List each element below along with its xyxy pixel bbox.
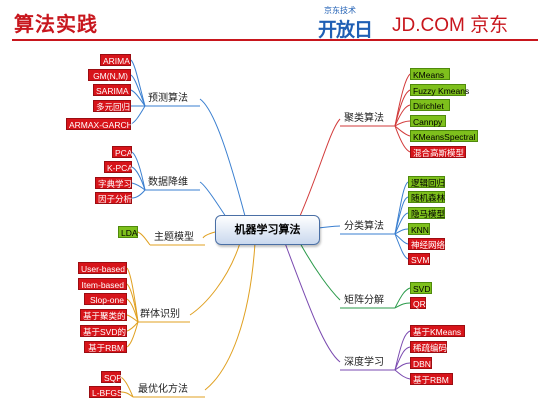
- jd-tech-open-day-logo: 京东技术 开放日: [318, 6, 380, 41]
- reduce-leaf-connectors: [131, 151, 146, 199]
- leaf-lda: LDA: [118, 226, 138, 238]
- connector-center-group: [189, 242, 241, 316]
- leaf-svd: SVD: [410, 282, 432, 294]
- leaf-qr: QR: [410, 297, 426, 309]
- leaf-dirichlet: Dirichlet: [410, 99, 450, 111]
- leaf-cluster-based: 基于聚类的: [80, 309, 127, 321]
- predict-leaf-connectors: [130, 59, 146, 125]
- connector-center-classify: [317, 225, 341, 229]
- leaf-logistic-regression: 逻辑回归: [408, 176, 445, 188]
- leaf-hmm: 隐马模型: [408, 207, 445, 219]
- leaf-kmeans-spectral: KMeansSpectral: [410, 130, 478, 142]
- leaf-pca: PCA: [112, 146, 132, 158]
- leaf-arima: ARIMA: [100, 54, 131, 66]
- leaf-sqp: SQP: [101, 371, 122, 383]
- leaf-svm: SVM: [408, 253, 430, 265]
- leaf-lbfgs: L-BFGS: [89, 386, 123, 398]
- cluster-leaf-connectors: [394, 73, 411, 153]
- branch-predict: 预测算法: [148, 93, 188, 104]
- branch-classify: 分类算法: [344, 221, 384, 232]
- connector-center-predict: [199, 98, 246, 217]
- leaf-deep-kmeans: 基于KMeans: [410, 325, 465, 337]
- branch-cluster: 聚类算法: [344, 113, 384, 124]
- header-divider: [12, 39, 538, 41]
- leaf-random-forest: 随机森林: [408, 191, 445, 203]
- connector-center-topic: [202, 231, 216, 239]
- leaf-rbm-based: 基于RBM: [84, 341, 127, 353]
- leaf-slop-one: Slop-one: [84, 293, 127, 305]
- deep-leaf-connectors: [394, 330, 411, 380]
- branch-matrix: 矩阵分解: [344, 295, 384, 306]
- leaf-neural-network: 神经网络: [408, 238, 445, 250]
- logo-big-text: 开放日: [318, 19, 373, 41]
- connector-center-matrix: [299, 242, 341, 301]
- connector-center-deep: [284, 242, 341, 363]
- leaf-multi-regression: 多元回归: [93, 100, 131, 112]
- leaf-user-based: User-based: [78, 262, 127, 274]
- leaf-item-based: Item-based: [78, 278, 127, 290]
- leaf-dbn: DBN: [410, 357, 432, 369]
- center-node: 机器学习算法: [215, 215, 320, 245]
- leaf-deep-rbm: 基于RBM: [410, 373, 453, 385]
- connector-center-opt: [204, 242, 256, 391]
- leaf-knn: KNN: [408, 223, 430, 235]
- branch-opt: 最优化方法: [138, 384, 188, 395]
- leaf-gm: GM(N,M): [88, 69, 131, 81]
- leaf-gmm: 混合高斯模型: [410, 146, 466, 158]
- jd-brand-logo: JD.COM 京东: [392, 15, 509, 36]
- group-leaf-connectors: [126, 267, 139, 348]
- slide-title: 算法实践: [14, 12, 98, 36]
- slide-header: 算法实践 京东技术 开放日 JD.COM 京东: [0, 0, 550, 41]
- matrix-leaf-connectors: [394, 287, 411, 309]
- leaf-cannpy: Cannpy: [410, 115, 446, 127]
- topic-leaf-connector: [137, 231, 151, 246]
- logo-small-text: 京东技术: [324, 6, 356, 15]
- leaf-fuzzy-kmeans: Fuzzy Kmeans: [410, 84, 469, 96]
- connector-center-cluster: [299, 118, 341, 217]
- classify-leaf-connectors: [394, 181, 409, 260]
- branch-topic: 主题模型: [154, 232, 194, 243]
- leaf-kpca: K-PCA: [104, 161, 133, 173]
- branch-deep: 深度学习: [344, 357, 384, 368]
- leaf-svd-based: 基于SVD的: [80, 325, 127, 337]
- leaf-kmeans: KMeans: [410, 68, 450, 80]
- leaf-armax-garch: ARMAX-GARCH: [66, 118, 133, 130]
- branch-group: 群体识别: [140, 309, 180, 320]
- leaf-factor-analysis: 因子分析: [95, 192, 132, 204]
- leaf-dictionary-learning: 字典学习: [95, 177, 132, 189]
- leaf-sparse-coding: 稀疏编码: [410, 341, 447, 353]
- opt-leaf-connectors: [120, 376, 134, 398]
- leaf-sarima: SARIMA: [93, 84, 131, 96]
- branch-reduce: 数据降维: [148, 177, 188, 188]
